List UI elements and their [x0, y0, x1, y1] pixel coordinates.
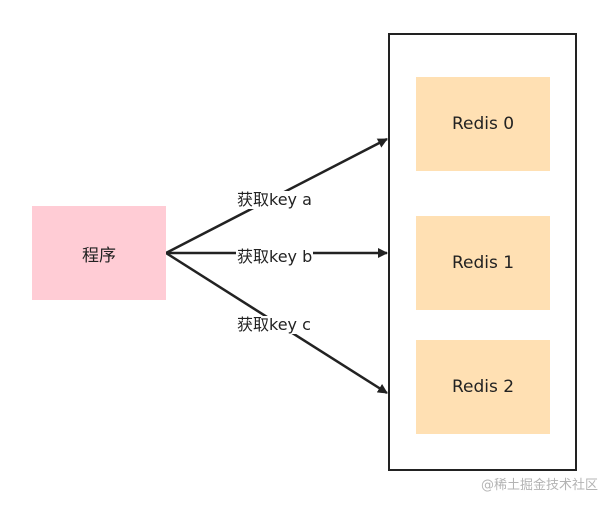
program-node: 程序	[32, 206, 166, 300]
redis-cluster-container	[388, 33, 577, 471]
edge-label-c: 获取key c	[236, 315, 312, 334]
redis-node-2: Redis 2	[416, 340, 550, 434]
redis-node-0-label: Redis 0	[451, 114, 515, 134]
program-node-label: 程序	[82, 245, 116, 266]
redis-node-1: Redis 1	[416, 216, 550, 310]
watermark: @稀土掘金技术社区	[480, 478, 598, 493]
edge-label-b: 获取key b	[236, 247, 314, 266]
redis-node-0: Redis 0	[416, 77, 550, 171]
redis-node-2-label: Redis 2	[451, 377, 515, 397]
edge-label-a: 获取key a	[236, 190, 313, 209]
redis-node-1-label: Redis 1	[451, 253, 515, 273]
